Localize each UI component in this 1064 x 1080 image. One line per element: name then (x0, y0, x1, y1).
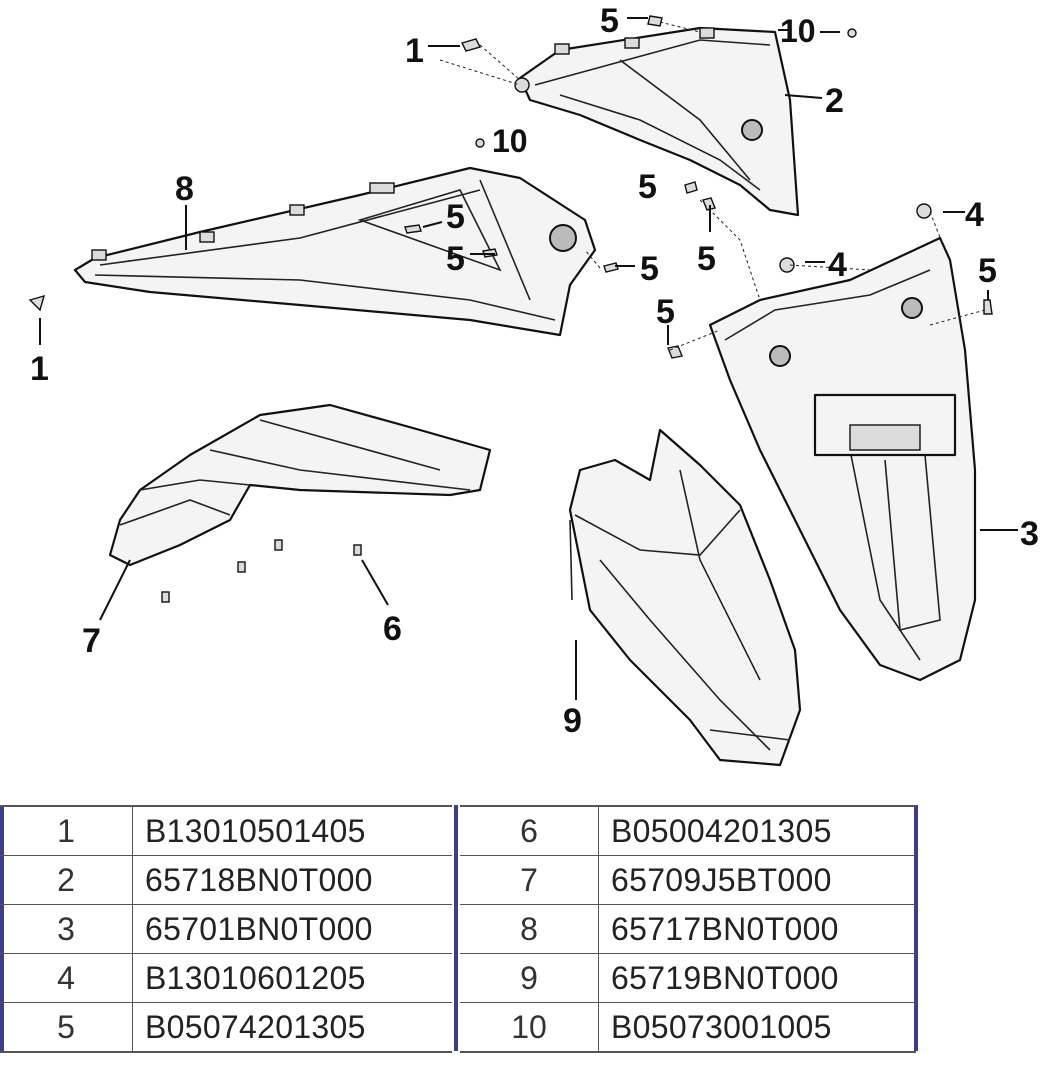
callout-1: 1 (30, 350, 49, 388)
callout-6: 6 (383, 610, 402, 648)
table-center-border (454, 805, 458, 1051)
part-number: 5 (0, 1003, 133, 1051)
callout-7: 7 (82, 622, 101, 660)
callout-4: 4 (828, 246, 847, 284)
callout-10: 10 (780, 13, 816, 49)
part-code: B05004201305 (611, 813, 832, 849)
leader-lines (39, 17, 1018, 700)
callout-5: 5 (656, 293, 675, 331)
table-row: 6 B05004201305 (460, 807, 916, 856)
part-code: B13010501405 (145, 813, 366, 849)
callout-5: 5 (446, 240, 465, 278)
callout-5: 5 (638, 168, 657, 206)
callout-5: 5 (640, 250, 659, 288)
callout-9: 9 (563, 702, 582, 740)
parts-table-right: 6 B05004201305 7 65709J5BT000 8 65717BN0… (460, 805, 916, 1053)
callout-labels: 1 1 2 3 4 4 5 5 5 5 5 5 5 5 6 7 8 9 10 1… (30, 2, 1039, 740)
callout-8: 8 (175, 170, 194, 208)
table-row: 10 B05073001005 (460, 1003, 916, 1051)
part-number: 7 (460, 856, 599, 904)
parts-table: 1 B13010501405 2 65718BN0T000 3 65701BN0… (0, 805, 918, 1053)
exploded-parts-diagram: 1 1 2 3 4 4 5 5 5 5 5 5 5 5 6 7 8 9 10 1… (28, 2, 1039, 767)
callout-5: 5 (446, 198, 465, 236)
table-right-border (914, 805, 918, 1051)
callout-5: 5 (978, 252, 997, 290)
callout-1: 1 (405, 32, 424, 70)
table-row: 3 65701BN0T000 (0, 905, 452, 954)
part-code: B05073001005 (611, 1009, 832, 1045)
part-number: 2 (0, 856, 133, 904)
part-number: 10 (460, 1003, 599, 1051)
table-row: 8 65717BN0T000 (460, 905, 916, 954)
part-3-rear-shield (708, 236, 977, 682)
part-2-upper-panel (514, 26, 800, 217)
part-number: 4 (0, 954, 133, 1002)
part-number: 9 (460, 954, 599, 1002)
callout-5: 5 (600, 2, 619, 40)
part-code: 65717BN0T000 (611, 911, 839, 947)
part-code: 65718BN0T000 (145, 862, 373, 898)
assembly-guide-lines (439, 21, 986, 351)
part-code: 65701BN0T000 (145, 911, 373, 947)
callout-4: 4 (965, 196, 984, 234)
table-row: 5 B05074201305 (0, 1003, 452, 1051)
table-left-border (0, 805, 4, 1051)
callout-3: 3 (1020, 515, 1039, 553)
table-row: 9 65719BN0T000 (460, 954, 916, 1003)
table-row: 1 B13010501405 (0, 807, 452, 856)
callout-5: 5 (697, 240, 716, 278)
part-code: 65709J5BT000 (611, 862, 832, 898)
callout-2: 2 (825, 82, 844, 120)
table-row: 2 65718BN0T000 (0, 856, 452, 905)
part-code: 65719BN0T000 (611, 960, 839, 996)
part-number: 6 (460, 807, 599, 855)
table-row: 4 B13010601205 (0, 954, 452, 1003)
part-code: B13010601205 (145, 960, 366, 996)
part-7-front-fender (108, 403, 492, 567)
callout-10: 10 (492, 123, 528, 159)
part-8-side-panel (73, 166, 597, 337)
table-row: 7 65709J5BT000 (460, 856, 916, 905)
hardware-fasteners (28, 15, 993, 603)
part-9-front-lower-panel (568, 428, 802, 767)
part-number: 3 (0, 905, 133, 953)
part-code: B05074201305 (145, 1009, 366, 1045)
part-number: 8 (460, 905, 599, 953)
part-number: 1 (0, 807, 133, 855)
parts-table-left: 1 B13010501405 2 65718BN0T000 3 65701BN0… (0, 805, 452, 1053)
